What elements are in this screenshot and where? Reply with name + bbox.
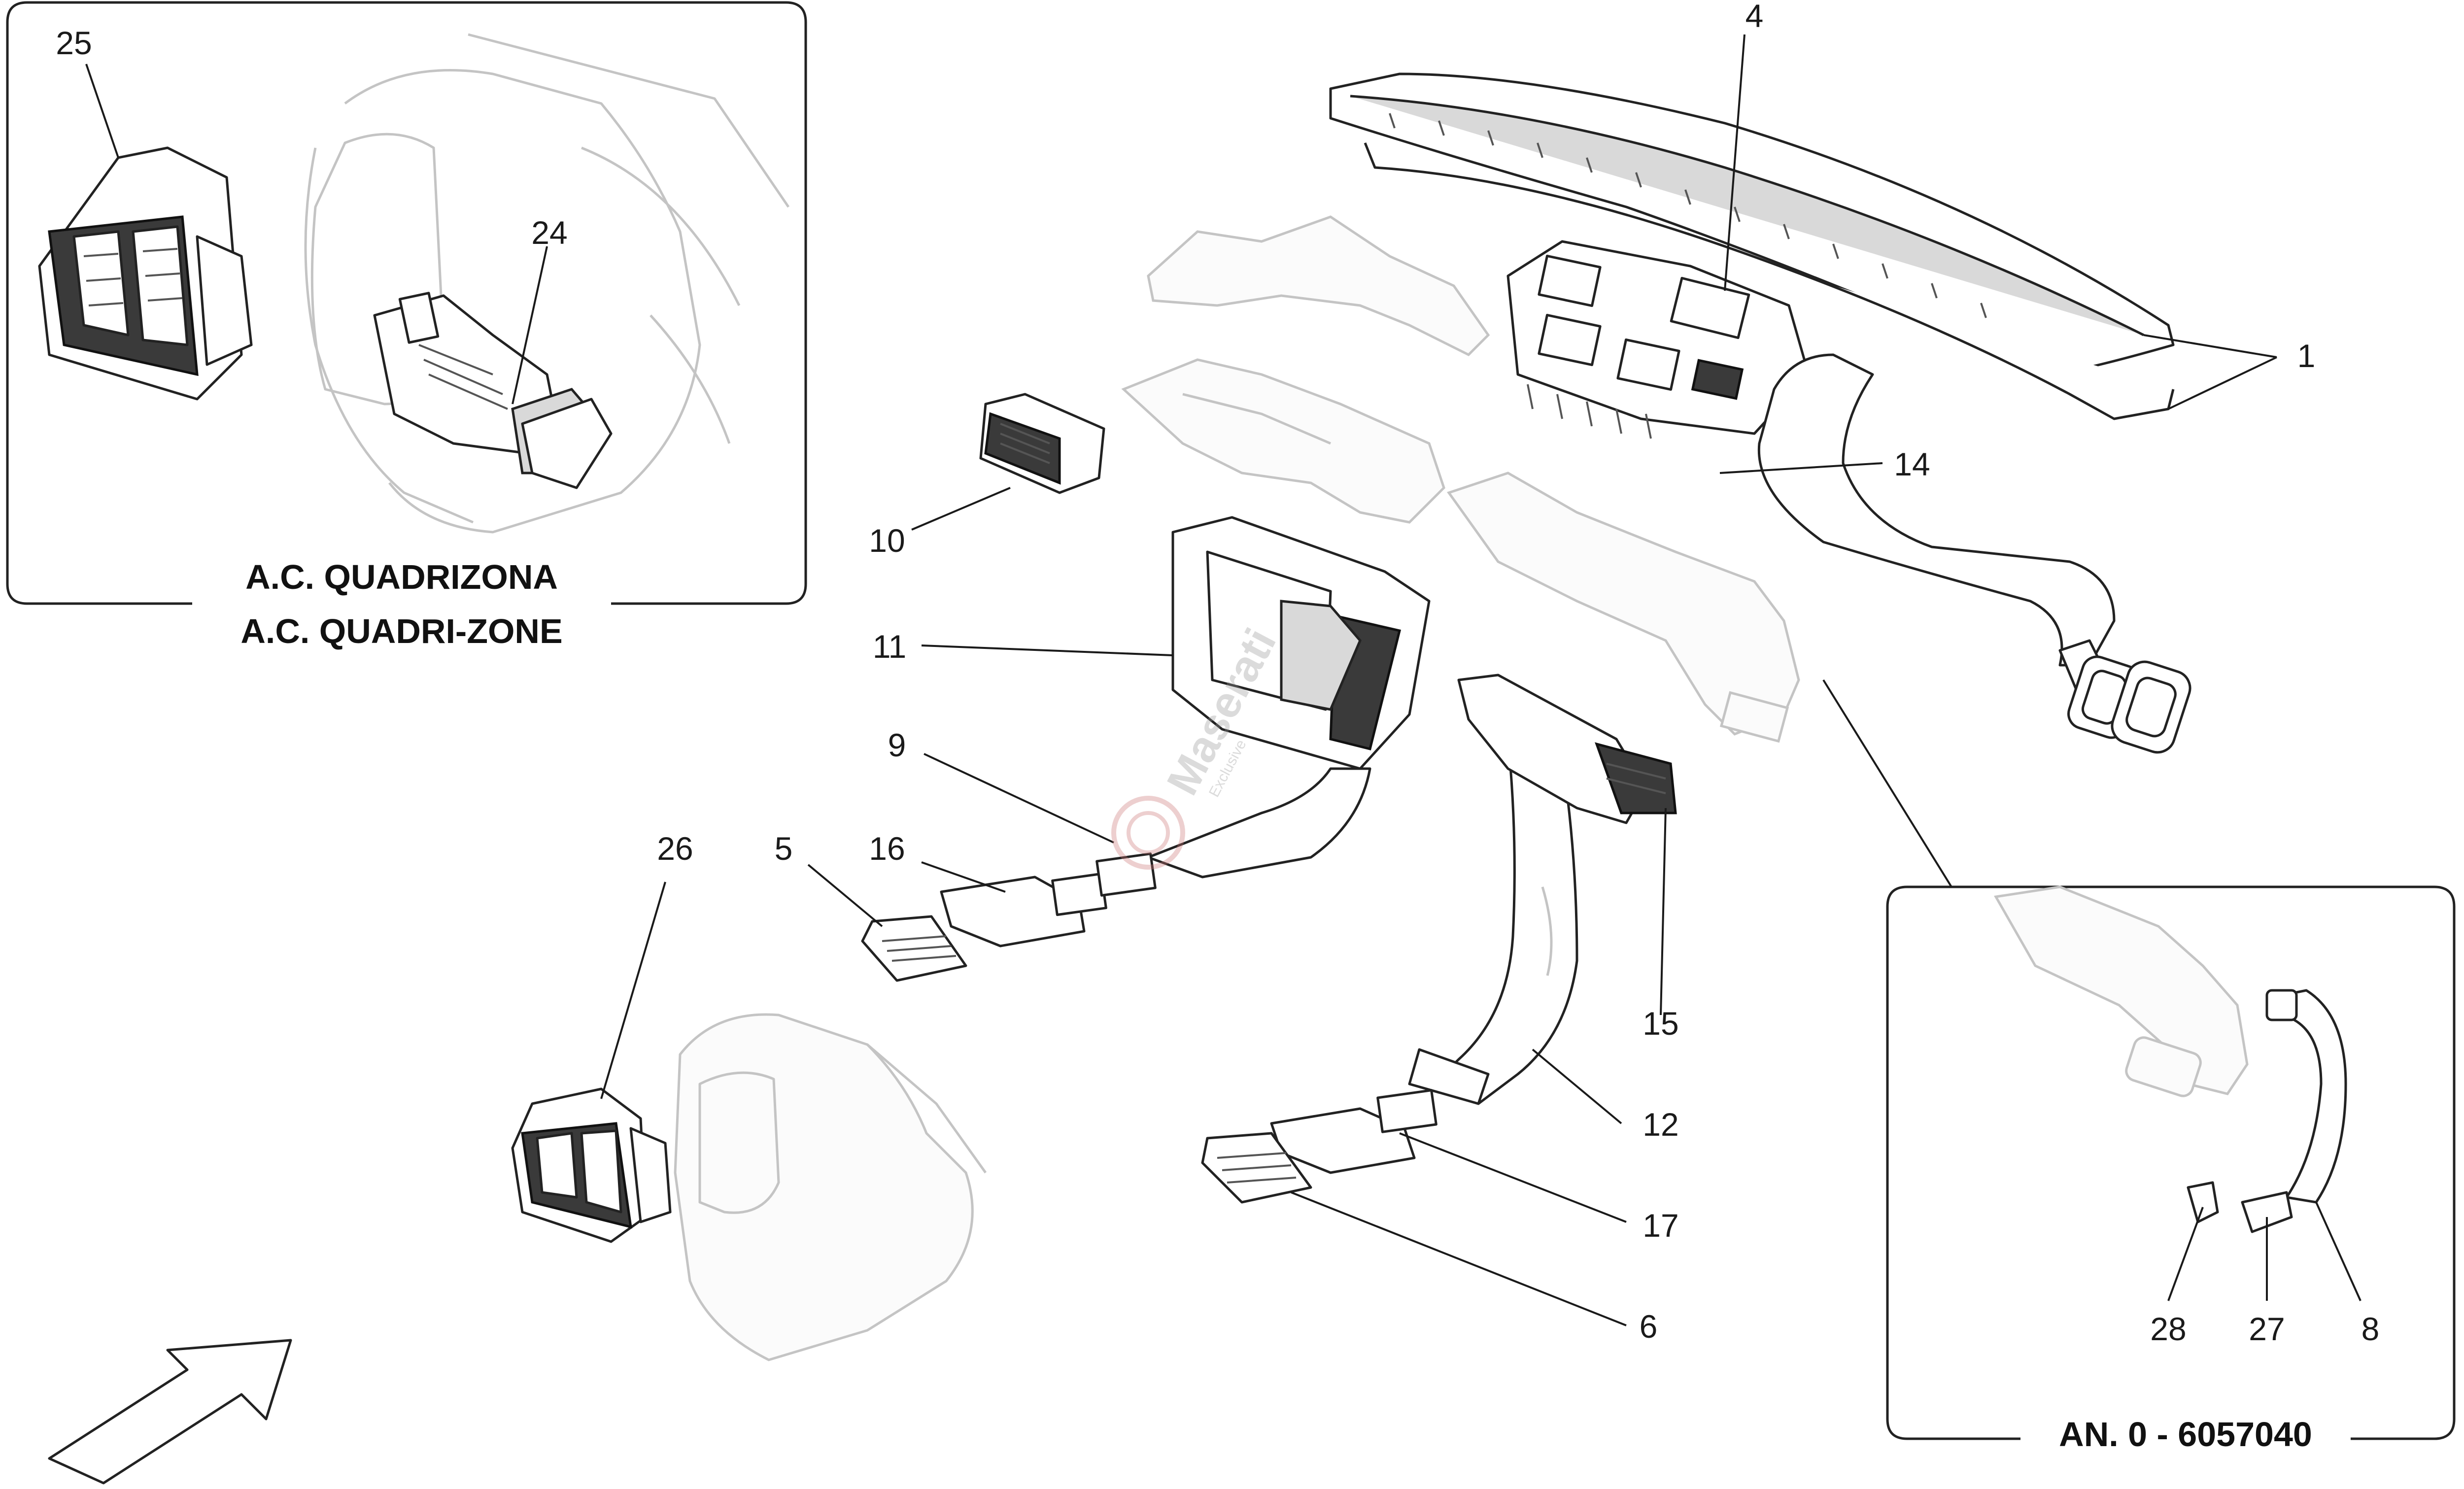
part-28-fastener [2187, 1181, 2219, 1223]
callout-12: 12 [1643, 1106, 1678, 1143]
inset-revision-frame [1886, 885, 2456, 1440]
leader-10 [911, 487, 1011, 531]
leader-12 [1532, 1049, 1622, 1124]
side-ducts-ghost [1121, 215, 1800, 743]
part-25-rear-outlet-grille [38, 146, 253, 401]
part-26-rear-outlet-grille [511, 1087, 672, 1243]
leader-9 [924, 753, 1114, 844]
callout-5: 5 [775, 830, 793, 867]
front-direction-arrow-icon [48, 1339, 292, 1485]
part-6-rear-floor-vent-grille [1201, 1132, 1312, 1204]
inset-quadrizona: A.C. QUADRIZONA A.C. QUADRI-ZONE [6, 1, 807, 650]
inset-revision-caption: AN. 0 - 6057040 [2059, 1415, 2312, 1454]
callout-8: 8 [2361, 1311, 2380, 1347]
inset-quadrizona-frame [6, 1, 807, 605]
leader-26 [600, 881, 666, 1099]
part-14-side-duct [1757, 353, 2191, 754]
callout-27: 27 [2249, 1311, 2285, 1347]
part-17-rear-duct-adapter [1270, 1089, 1437, 1174]
leader-17 [1399, 1132, 1627, 1223]
callout-16: 16 [869, 830, 905, 867]
callout-25: 25 [56, 25, 92, 61]
callout-15: 15 [1643, 1005, 1678, 1042]
inset-revision-pointer [1822, 679, 1952, 888]
leader-8 [2315, 1202, 2361, 1301]
leader-14 [1719, 462, 1883, 474]
part-10-side-vent [979, 393, 1105, 494]
leader-15 [1660, 808, 1667, 1015]
callout-4: 4 [1745, 0, 1764, 34]
callout-28: 28 [2150, 1311, 2186, 1347]
callout-6: 6 [1640, 1308, 1658, 1345]
part-1-dashboard-main-duct [1329, 72, 2175, 420]
callout-9: 9 [888, 727, 906, 763]
part-4-distribution-box [1506, 240, 1810, 439]
leader-24 [512, 246, 548, 405]
part-15-central-lower-vent [1457, 674, 1677, 824]
callout-14: 14 [1894, 446, 1930, 482]
leader-16 [921, 861, 1006, 893]
part-24-rear-duct [373, 292, 613, 489]
part-5-floor-vent-grille [861, 915, 967, 982]
leader-1b [2143, 334, 2277, 358]
part-12-rear-floor-duct [1408, 728, 1578, 1105]
callout-10: 10 [869, 522, 905, 559]
leader-28 [2167, 1207, 2204, 1301]
leader-1a [2168, 356, 2277, 410]
part-8-drain-hose [2265, 989, 2347, 1204]
leader-6 [1291, 1191, 1627, 1326]
leader-4 [1724, 34, 1745, 291]
part-16-floor-duct-adapter [940, 852, 1157, 948]
rear-console-ghost [304, 33, 790, 534]
callout-26: 26 [657, 830, 693, 867]
part-27-hose-clip [2241, 1191, 2293, 1233]
callout-24: 24 [531, 214, 567, 251]
callout-17: 17 [1643, 1207, 1678, 1244]
leader-11 [921, 644, 1173, 656]
inset-quadrizona-caption-it: A.C. QUADRIZONA [245, 558, 558, 596]
callout-11: 11 [873, 628, 907, 665]
leader-25 [85, 64, 119, 158]
rear-console-ghost-lower [674, 1013, 987, 1361]
callout-1: 1 [2297, 338, 2316, 374]
inset-quadrizona-caption-en: A.C. QUADRI-ZONE [240, 612, 562, 650]
inset-revision: AN. 0 - 6057040 8 27 28 [1822, 679, 2456, 1454]
part-11-central-vent-frame [1147, 516, 1431, 879]
leader-5 [807, 864, 883, 927]
